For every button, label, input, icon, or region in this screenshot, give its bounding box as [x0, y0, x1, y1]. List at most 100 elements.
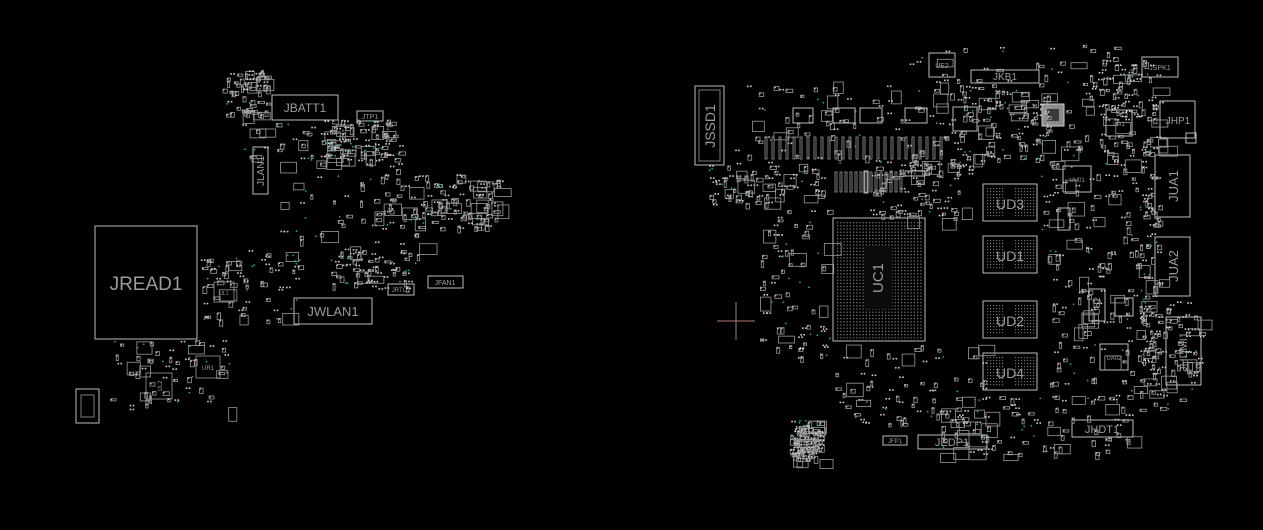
component: [1021, 92, 1029, 98]
component: [800, 94, 805, 98]
component: [342, 129, 344, 132]
component: [1149, 390, 1165, 399]
component: [253, 148, 256, 151]
component: [1138, 73, 1143, 76]
component: [188, 391, 191, 394]
component: [829, 122, 835, 130]
jfan1-outline[interactable]: [427, 275, 464, 289]
jbatt1-outline[interactable]: [271, 94, 339, 121]
component: [292, 138, 298, 141]
ur1-outline[interactable]: [195, 355, 221, 379]
component: [817, 252, 820, 255]
component: [951, 163, 959, 168]
component: [332, 283, 336, 291]
component: [468, 185, 474, 191]
jread1-outline[interactable]: [94, 225, 198, 340]
component: [311, 126, 316, 129]
component: [1108, 135, 1117, 140]
component: [969, 115, 973, 122]
component: [1023, 114, 1030, 119]
component: [396, 194, 403, 198]
component: [460, 175, 466, 179]
component: [981, 435, 986, 440]
jlan1-outline[interactable]: [252, 146, 269, 195]
component: [778, 335, 795, 344]
jfp1-outline[interactable]: [882, 435, 908, 446]
ud4-dram[interactable]: UD4: [982, 352, 1038, 391]
component: [326, 157, 342, 170]
component: [985, 127, 995, 137]
component: [278, 262, 284, 267]
component: [399, 145, 404, 147]
jusb-small-outline[interactable]: [75, 388, 100, 424]
uc1-cpu[interactable]: UC1: [832, 217, 926, 342]
component: [943, 439, 948, 444]
component: [1023, 425, 1026, 428]
component: [936, 103, 949, 114]
component: [302, 131, 310, 135]
component: [730, 187, 733, 189]
jhdt1-label: JHDT1: [1085, 424, 1119, 436]
jtp1-outline[interactable]: [356, 110, 384, 122]
component: [354, 282, 359, 289]
component: [1123, 236, 1128, 245]
component: [1070, 166, 1073, 169]
component: [452, 186, 457, 188]
component: [1081, 314, 1100, 329]
ud3-dram[interactable]: UD3: [982, 183, 1038, 222]
component: [767, 184, 774, 189]
component: [821, 264, 835, 274]
component: [1122, 102, 1126, 108]
component: [1096, 174, 1101, 182]
component: [954, 177, 959, 180]
component: [879, 211, 886, 215]
component: [978, 125, 994, 140]
component: [941, 218, 957, 231]
component: [273, 309, 279, 312]
component: [921, 198, 924, 201]
component: [991, 107, 997, 110]
component: [1033, 104, 1038, 109]
component: [441, 215, 446, 220]
component: [999, 396, 1006, 401]
ul2-outline[interactable]: [145, 372, 173, 400]
component: [804, 419, 807, 422]
component: [245, 83, 253, 88]
component: [1114, 418, 1120, 421]
main-board-components: [708, 44, 1213, 469]
ud1-dram[interactable]: UD1: [982, 235, 1038, 274]
ud2-dram[interactable]: UD2: [982, 300, 1038, 339]
jhp1-outline[interactable]: [1159, 100, 1196, 139]
component: [365, 129, 370, 131]
component: [199, 387, 204, 394]
jkb1-outline[interactable]: [970, 69, 1040, 84]
component: [921, 161, 941, 175]
component: [374, 258, 380, 263]
component: [1100, 145, 1107, 149]
jrtc1-outline[interactable]: [387, 283, 415, 296]
jwlan1-outline[interactable]: [293, 297, 373, 325]
ue2-outline[interactable]: [928, 52, 956, 78]
component: [410, 218, 413, 221]
component: [360, 200, 363, 208]
component: [459, 227, 465, 229]
component: [398, 163, 403, 165]
component: [900, 187, 906, 190]
jssd1-outline[interactable]: [694, 85, 725, 166]
component: [974, 409, 985, 419]
jua1-outline[interactable]: [1154, 154, 1191, 218]
jua2-outline[interactable]: [1154, 236, 1191, 297]
component: [1145, 323, 1151, 328]
component: [774, 170, 779, 176]
component: [780, 255, 783, 258]
component: [934, 88, 940, 93]
component: [949, 420, 951, 423]
ub2-outline[interactable]: [1088, 288, 1106, 322]
component: [239, 275, 245, 278]
component: [1142, 319, 1147, 326]
jspk1-outline[interactable]: [1141, 56, 1179, 78]
component: [383, 203, 402, 216]
component: [1116, 401, 1118, 404]
jhdt1-outline[interactable]: [1071, 419, 1134, 438]
